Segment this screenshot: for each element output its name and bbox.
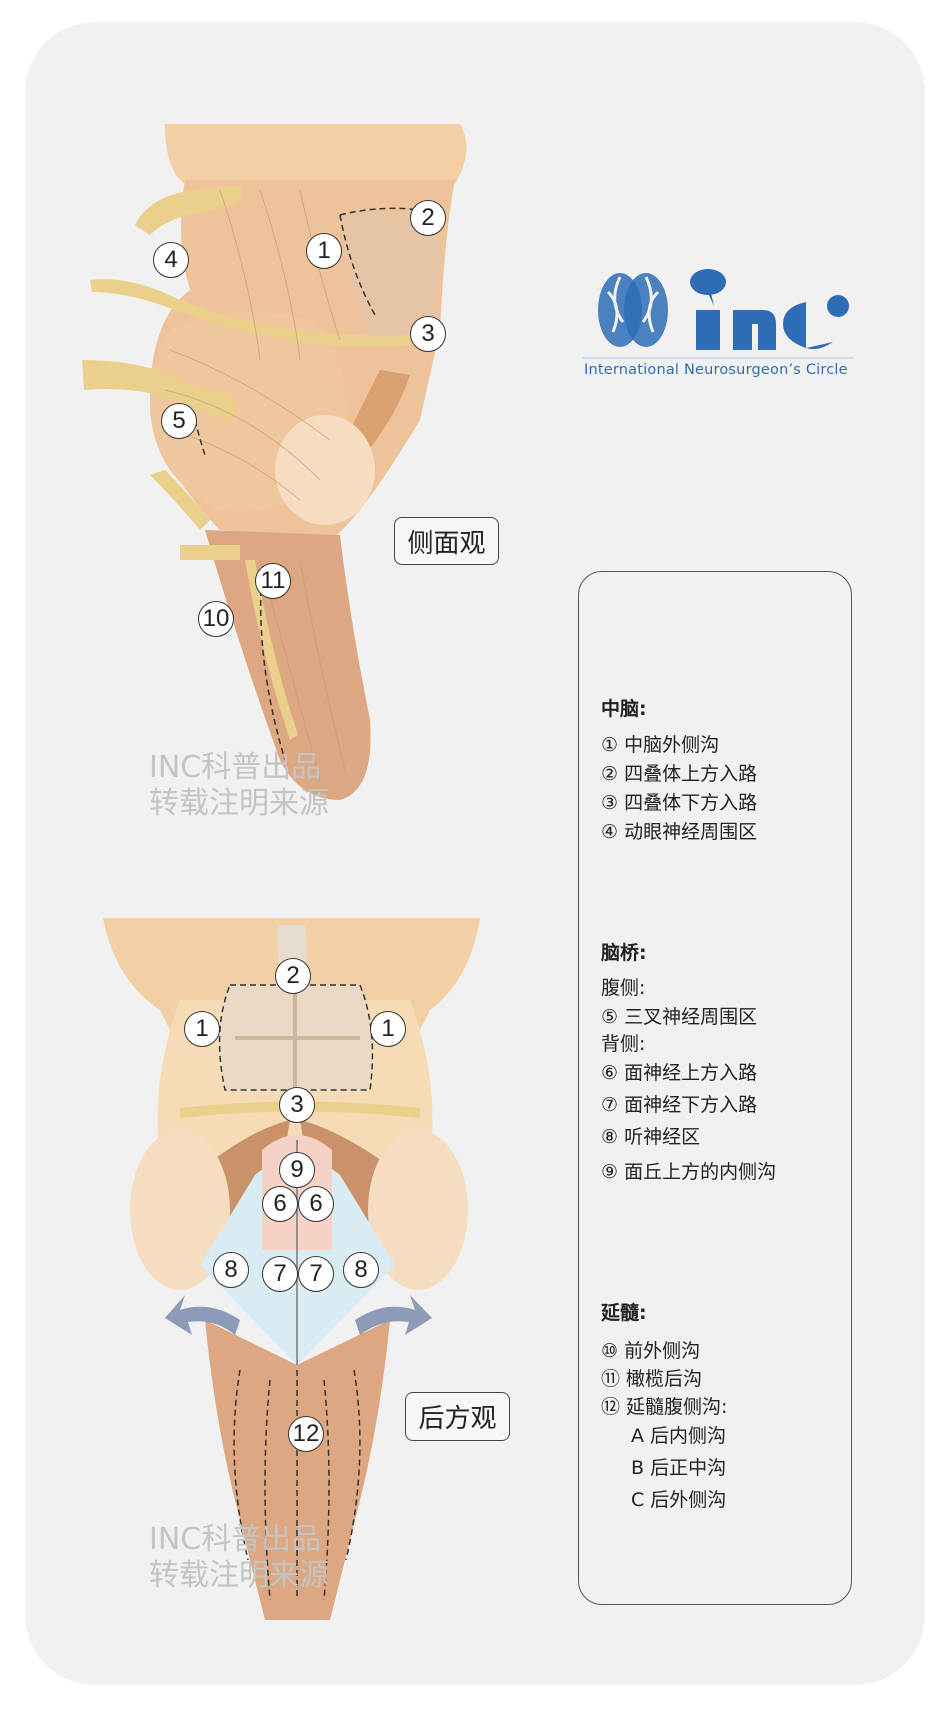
inc-logo-mark: [582, 269, 854, 359]
arrow-left: [165, 1295, 240, 1335]
watermark-line: 转载注明来源: [149, 1558, 329, 1593]
watermark-lateral: INC科普出品 转载注明来源: [149, 750, 329, 822]
inc-logo: International Neurosurgeon’s Circle: [578, 262, 858, 387]
oculomotor-nerve: [90, 279, 412, 347]
lateral-view-label: 侧面观: [394, 517, 499, 565]
legend-item: ⑧ 听神经区: [601, 1126, 701, 1148]
marker-12: 12: [288, 1416, 324, 1452]
logo-tagline: International Neurosurgeon’s Circle: [584, 362, 848, 378]
marker-3: 3: [410, 316, 446, 352]
legend-subitem: C 后外侧沟: [631, 1489, 727, 1511]
legend-item: ⑨ 面丘上方的内侧沟: [601, 1161, 777, 1183]
legend-item: ⑤ 三叉神经周围区: [601, 1006, 758, 1028]
marker-1: 1: [306, 233, 342, 269]
marker-1: 1: [370, 1011, 406, 1047]
marker-5: 5: [161, 403, 197, 439]
legend-item: ① 中脑外侧沟: [601, 734, 720, 756]
watermark-posterior: INC科普出品 转载注明来源: [149, 1522, 329, 1594]
lateral-view-drawing: [82, 124, 467, 800]
marker-3: 3: [279, 1087, 315, 1123]
watermark-line: INC科普出品: [149, 750, 322, 785]
legend-item: ⑦ 面神经下方入路: [601, 1094, 758, 1116]
hypoglossal-nerve: [245, 560, 298, 740]
marker-8: 8: [343, 1252, 379, 1288]
marker-11: 11: [255, 563, 291, 599]
legend-medulla-title: 延髓:: [601, 1302, 647, 1324]
cerebellar-cut-right: [368, 1130, 468, 1290]
legend-pons-ventral: 腹侧:: [601, 977, 646, 999]
cerebellar-cut-left: [130, 1130, 230, 1290]
legend-item: ③ 四叠体下方入路: [601, 792, 758, 814]
watermark-line: INC科普出品: [149, 1522, 322, 1557]
medulla-lateral: [205, 530, 371, 800]
colliculi: [340, 212, 442, 345]
legend-item: ② 四叠体上方入路: [601, 763, 758, 785]
legend-pons-dorsal: 背侧:: [601, 1033, 646, 1055]
marker-10: 10: [198, 601, 234, 637]
marker-2: 2: [275, 958, 311, 994]
legend-subitem: A 后内侧沟: [631, 1425, 727, 1447]
legend-subitem: B 后正中沟: [631, 1457, 727, 1479]
legend-pons-title: 脑桥:: [601, 942, 647, 964]
legend-item: ④ 动眼神经周围区: [601, 821, 758, 843]
marker-4: 4: [153, 242, 189, 278]
legend-item: ⑥ 面神经上方入路: [601, 1062, 758, 1084]
legend-item: ⑪ 橄榄后沟: [601, 1368, 703, 1390]
legend-panel: 中脑: ① 中脑外侧沟 ② 四叠体上方入路 ③ 四叠体下方入路 ④ 动眼神经周围…: [578, 571, 852, 1605]
marker-7: 7: [262, 1256, 298, 1292]
arrow-right: [355, 1295, 432, 1335]
posterior-view-label: 后方观: [405, 1392, 510, 1441]
legend-item: ⑫ 延髓腹侧沟:: [601, 1396, 728, 1418]
marker-1: 1: [184, 1011, 220, 1047]
trigeminal-nerve: [82, 360, 237, 420]
marker-6: 6: [298, 1186, 334, 1222]
marker-6: 6: [262, 1186, 298, 1222]
trochlear-nerve: [135, 185, 243, 235]
marker-9: 9: [279, 1152, 315, 1188]
watermark-line: 转载注明来源: [149, 786, 329, 821]
marker-7: 7: [298, 1256, 334, 1292]
legend-midbrain-title: 中脑:: [601, 698, 647, 720]
marker-2: 2: [410, 200, 446, 236]
cerebrum-slab: [165, 124, 467, 184]
legend-item: ⑩ 前外侧沟: [601, 1340, 701, 1362]
cerebellar-cut: [275, 415, 375, 525]
marker-8: 8: [213, 1252, 249, 1288]
facial-nerves: [150, 470, 240, 560]
